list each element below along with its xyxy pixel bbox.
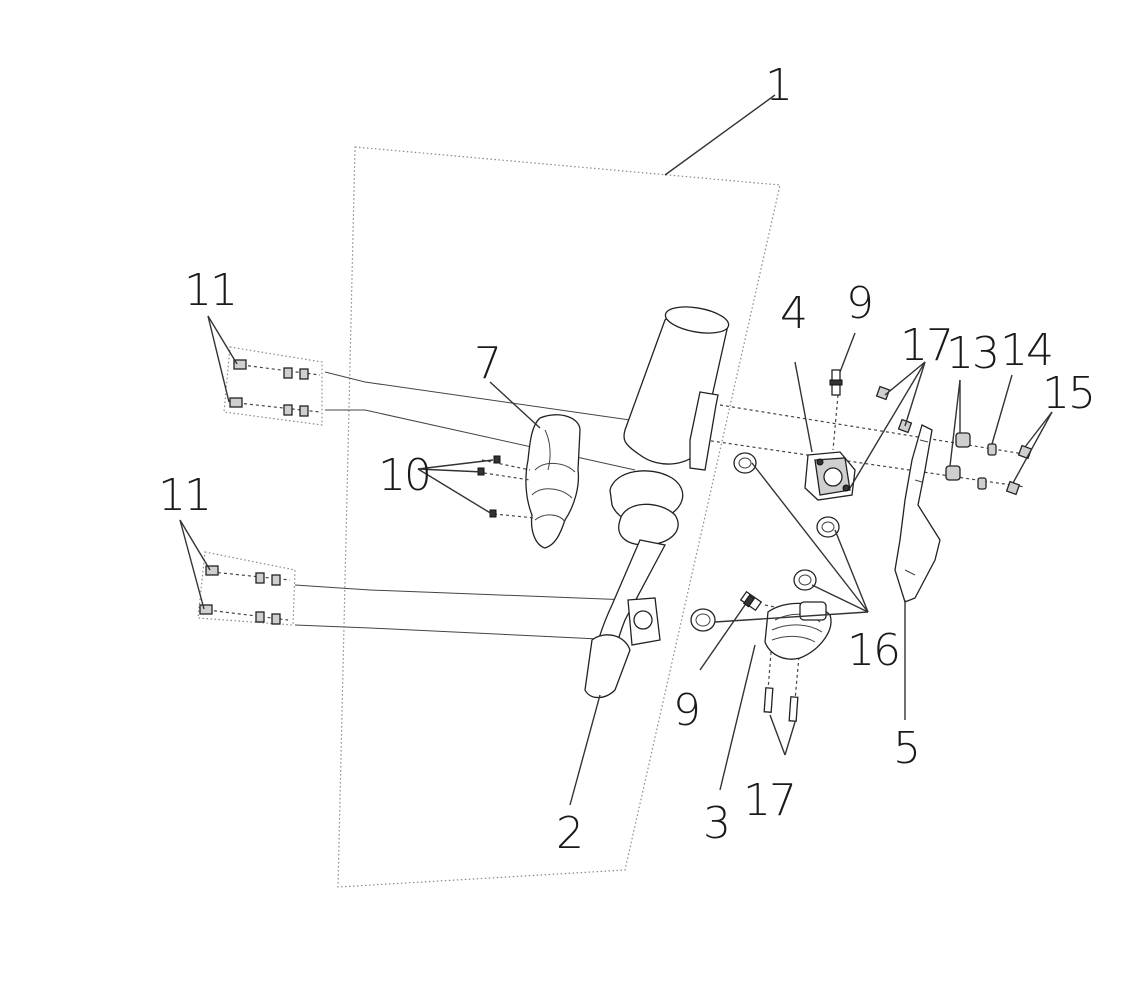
callout-2: 2 xyxy=(556,808,582,859)
callout-14: 14 xyxy=(1000,325,1052,376)
flange-bolts-lower xyxy=(763,687,799,722)
callout-17-lower: 17 xyxy=(743,775,795,826)
callout-11-lower: 11 xyxy=(158,470,210,521)
callout-13: 13 xyxy=(946,328,998,379)
callout-15: 15 xyxy=(1042,368,1094,419)
callout-numbers: 1 2 3 4 5 7 9 9 10 11 11 13 14 15 16 17 … xyxy=(158,60,1096,859)
callout-9-upper: 9 xyxy=(846,278,872,329)
callout-17-upper: 17 xyxy=(900,320,952,371)
callout-7: 7 xyxy=(474,338,500,389)
guide-lines xyxy=(294,371,1031,701)
callout-11-upper: 11 xyxy=(184,265,236,316)
flange-bolts-upper xyxy=(875,385,913,434)
exhaust-flange-upper xyxy=(804,451,856,501)
rubber-grommets xyxy=(945,432,971,481)
callout-9-lower: 9 xyxy=(673,685,699,736)
muffler-assembly xyxy=(584,306,730,699)
callout-4: 4 xyxy=(780,288,806,339)
exhaust-flange-lower xyxy=(764,601,832,660)
callout-10: 10 xyxy=(378,450,430,501)
bolt-kit-upper xyxy=(223,346,323,426)
callout-1: 1 xyxy=(765,60,791,111)
bolt-kit-lower xyxy=(197,551,296,626)
leader-lines xyxy=(179,94,1053,806)
callout-3: 3 xyxy=(703,798,729,849)
o2-sensor-upper xyxy=(829,369,843,451)
washers xyxy=(977,443,997,490)
callout-16: 16 xyxy=(847,625,899,676)
mounting-bracket xyxy=(894,424,941,603)
callout-5: 5 xyxy=(893,723,919,774)
nuts xyxy=(1005,444,1033,496)
heat-shield xyxy=(525,414,581,549)
o2-sensor-lower xyxy=(739,590,763,612)
assembly-boundary xyxy=(337,146,781,888)
gaskets xyxy=(690,452,840,632)
